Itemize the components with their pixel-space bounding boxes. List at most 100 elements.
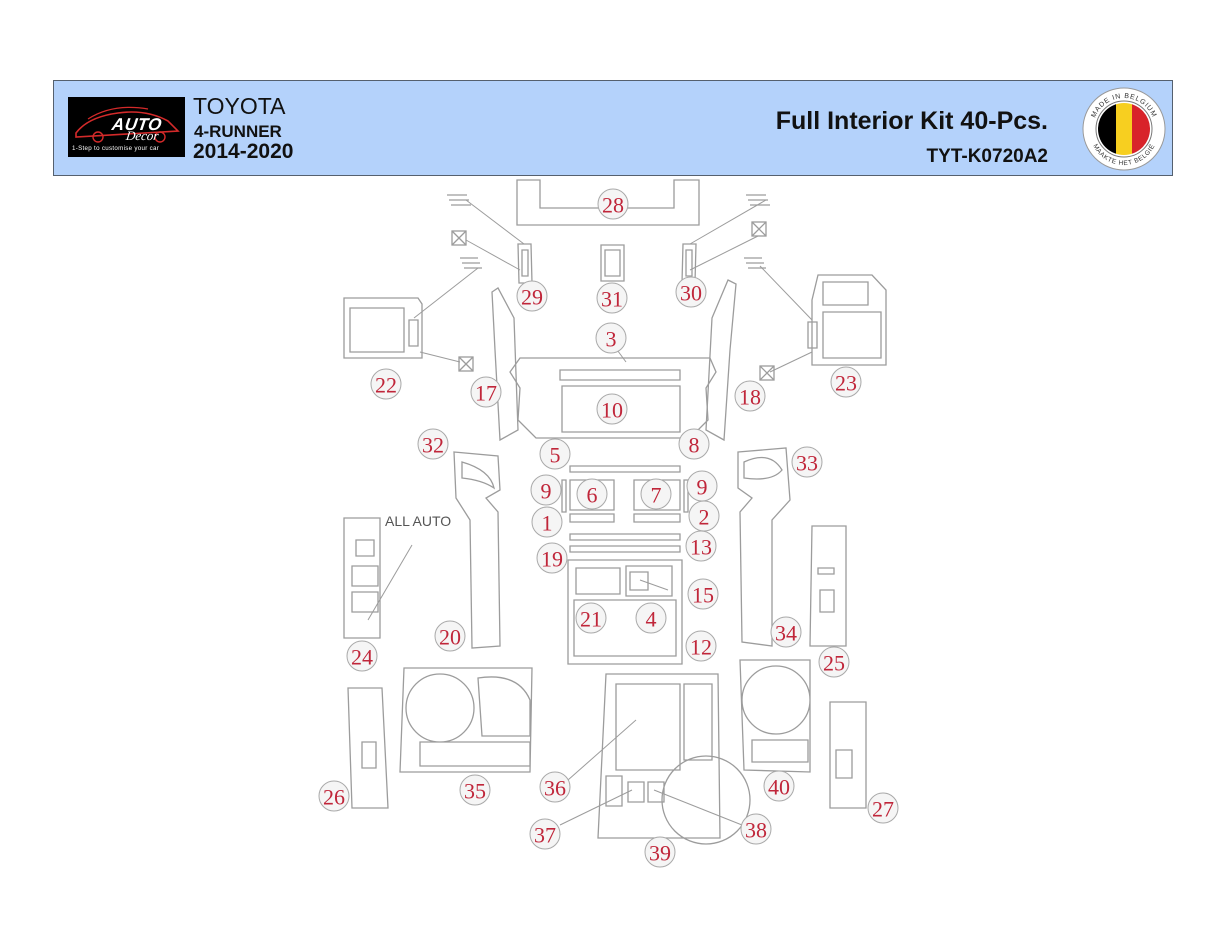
part-left-window-switch [343, 517, 381, 639]
callout-number: 9 [541, 479, 552, 504]
part-center-small-trim [600, 244, 625, 282]
kit-code: TYT-K0720A2 [926, 146, 1048, 167]
part-center-vent-right [633, 479, 681, 511]
callout-number: 24 [351, 645, 373, 670]
callout-6: 6 [576, 478, 608, 510]
part-left-vent-trim [517, 243, 533, 284]
callout-number: 39 [649, 841, 671, 866]
callout-number: 7 [651, 483, 662, 508]
callout-number: 17 [475, 381, 497, 406]
callout-number: 37 [534, 823, 556, 848]
callout-number: 13 [690, 535, 712, 560]
callout-25: 25 [818, 646, 850, 678]
callout-number: 36 [544, 776, 566, 801]
part-left-console-side [453, 451, 501, 649]
callout-5: 5 [539, 438, 571, 470]
callout-number: 34 [775, 621, 797, 646]
callout-number: 32 [422, 433, 444, 458]
callout-26: 26 [318, 780, 350, 812]
part-console-strip-middle [569, 513, 681, 523]
callout-number: 9 [697, 475, 708, 500]
callout-3: 3 [595, 322, 627, 354]
part-dash-top-trim [516, 179, 700, 226]
callout-21: 21 [575, 602, 607, 634]
callout-number: 25 [823, 651, 845, 676]
callout-number: 20 [439, 625, 461, 650]
callout-4: 4 [635, 602, 667, 634]
callout-number: 4 [646, 607, 657, 632]
part-right-door-panel [807, 274, 887, 366]
callout-9: 9 [530, 474, 562, 506]
callout-number: 15 [692, 583, 714, 608]
part-console-strip-13 [569, 533, 681, 553]
vent-icons [447, 194, 770, 269]
part-console-strip-upper [569, 465, 681, 473]
callout-28: 28 [597, 188, 629, 220]
callout-number: 30 [680, 281, 702, 306]
kit-title: Full Interior Kit 40-Pcs. [775, 107, 1048, 135]
callout-number: 26 [323, 785, 345, 810]
callout-39: 39 [644, 836, 676, 868]
callout-number: 22 [375, 373, 397, 398]
callout-9: 9 [686, 470, 718, 502]
car-years: 2014-2020 [193, 140, 294, 163]
callout-number: 12 [690, 635, 712, 660]
callout-number: 10 [601, 398, 623, 423]
callout-34: 34 [770, 616, 802, 648]
logo-tagline: 1-Step to customise your car [72, 145, 160, 152]
callout-40: 40 [763, 770, 795, 802]
part-right-window-switch [809, 525, 847, 647]
callout-10: 10 [596, 393, 628, 425]
callout-12: 12 [685, 630, 717, 662]
callout-22: 22 [370, 368, 402, 400]
callout-17: 17 [470, 376, 502, 408]
callout-27: 27 [867, 792, 899, 824]
callout-23: 23 [830, 366, 862, 398]
part-shifter-console [597, 673, 751, 845]
part-right-console-side [737, 447, 791, 647]
car-logo-icon [75, 106, 180, 143]
part-center-vent-left [569, 479, 615, 511]
callout-2: 2 [688, 500, 720, 532]
header-banner: AUTO Decor 1-Step to customise your car … [53, 80, 1173, 176]
callout-13: 13 [685, 530, 717, 562]
callout-number: 1 [542, 511, 553, 536]
callout-number: 3 [606, 327, 617, 352]
part-left-door-panel [343, 297, 423, 359]
callout-number: 38 [745, 818, 767, 843]
callout-36: 36 [539, 771, 571, 803]
callout-35: 35 [459, 774, 491, 806]
callout-7: 7 [640, 478, 672, 510]
callout-number: 28 [602, 193, 624, 218]
callout-number: 27 [872, 797, 894, 822]
callout-number: 8 [689, 433, 700, 458]
made-in-belgium-seal-icon: MADE IN BELGIUM MAAKTE HET BELGIË [1082, 87, 1166, 171]
callout-38: 38 [740, 813, 772, 845]
note-all-auto: ALL AUTO [385, 513, 451, 529]
callout-number: 2 [699, 505, 710, 530]
callout-32: 32 [417, 428, 449, 460]
callout-1: 1 [531, 506, 563, 538]
callout-30: 30 [675, 276, 707, 308]
callout-number: 21 [580, 607, 602, 632]
callout-37: 37 [529, 818, 561, 850]
part-center-console-plate [567, 559, 683, 665]
callout-29: 29 [516, 280, 548, 312]
car-brand: TOYOTA [193, 93, 286, 119]
callout-number: 35 [464, 779, 486, 804]
part-left-pillar [491, 287, 519, 442]
callout-19: 19 [536, 542, 568, 574]
callout-number: 6 [587, 483, 598, 508]
part-right-pillar [705, 279, 737, 442]
callout-number: 33 [796, 451, 818, 476]
part-right-cupholder-panel [739, 659, 811, 773]
autodecor-logo: AUTO Decor 1-Step to customise your car [68, 97, 185, 157]
callout-33: 33 [791, 446, 823, 478]
callout-8: 8 [678, 428, 710, 460]
callout-15: 15 [687, 578, 719, 610]
callout-number: 31 [601, 287, 623, 312]
clip-x-icons [451, 221, 775, 381]
part-left-rear-panel [347, 687, 389, 809]
callout-31: 31 [596, 282, 628, 314]
